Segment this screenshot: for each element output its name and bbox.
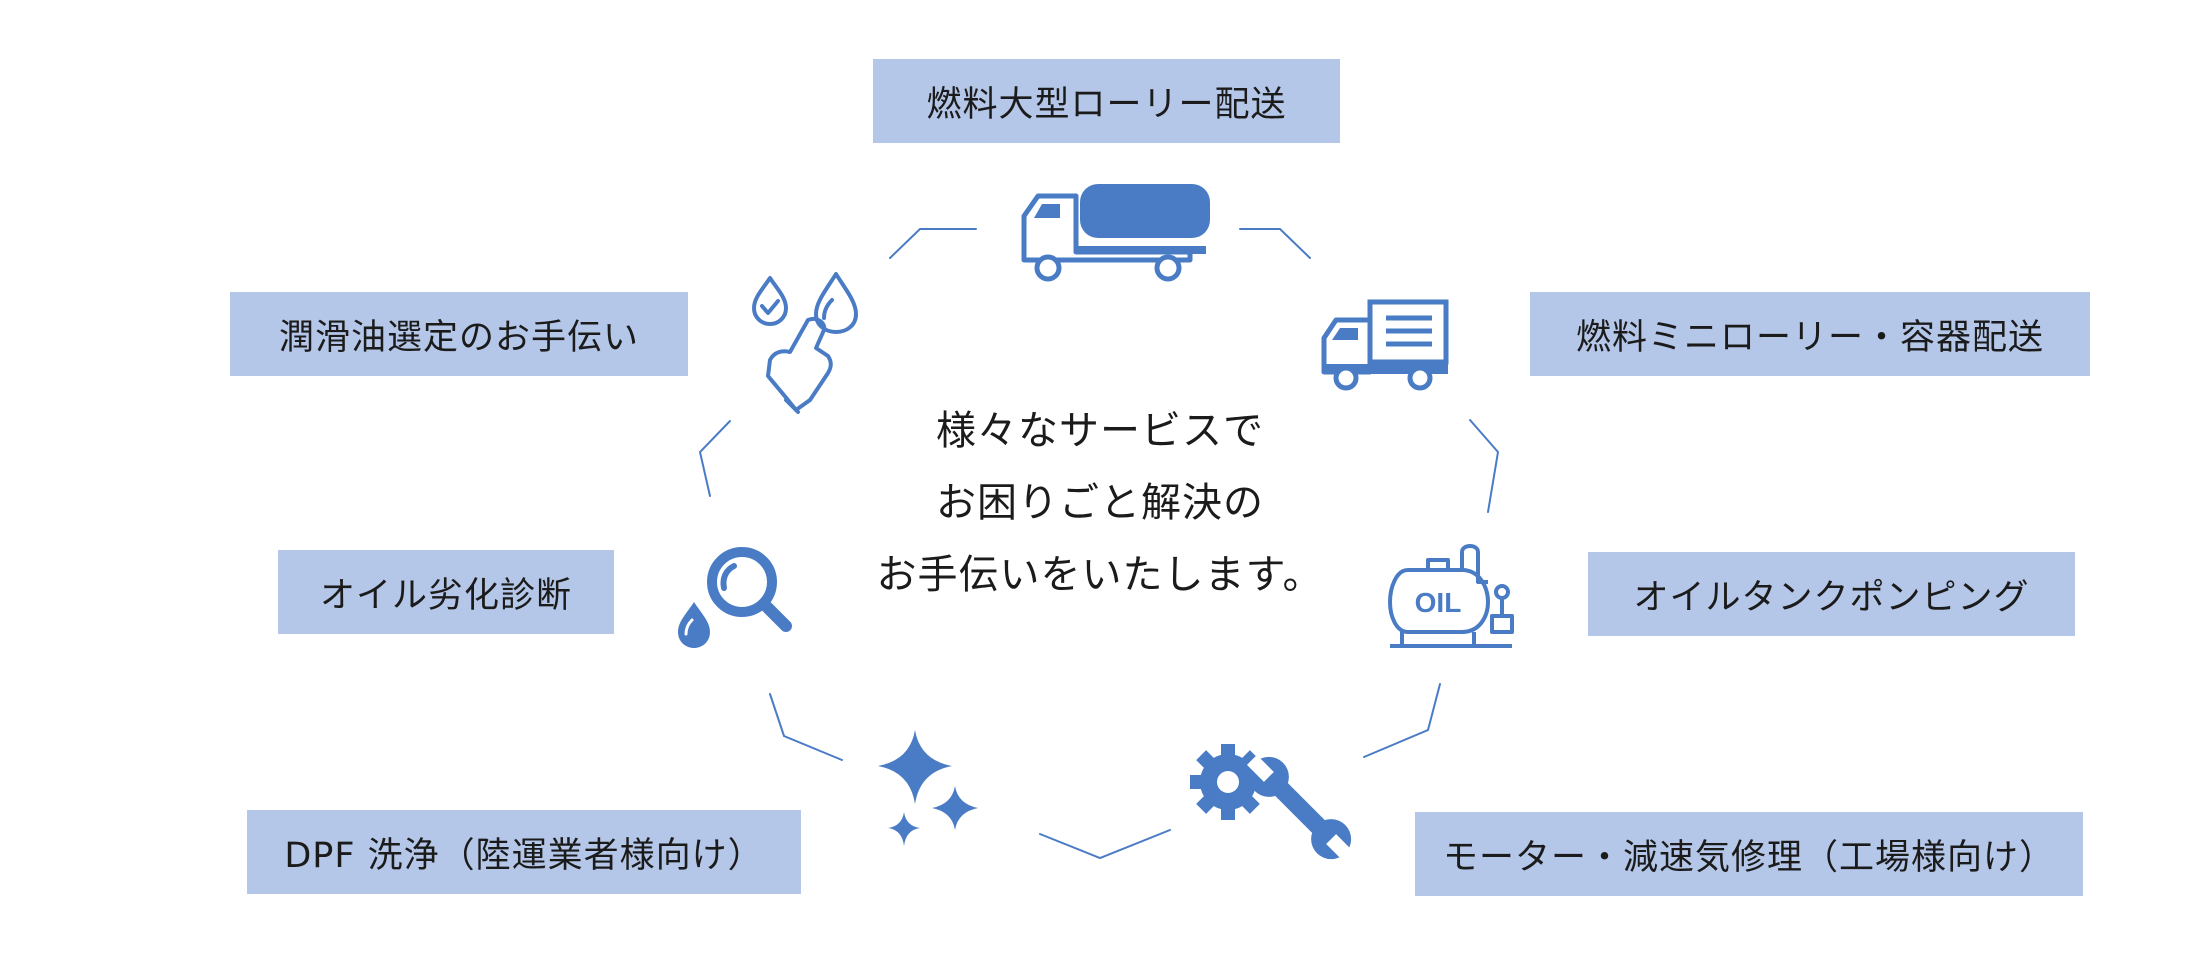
connector-bottom xyxy=(1039,829,1171,860)
connector-left-upper xyxy=(698,420,731,497)
service-label-motor-repair: モーター・減速気修理（工場様向け） xyxy=(1415,812,2083,896)
sparkle-icon xyxy=(878,730,978,846)
center-message-line-1: 様々なサービスで xyxy=(936,408,1264,454)
delivery-truck-icon xyxy=(1321,299,1449,391)
magnifier-drop-icon xyxy=(678,547,792,648)
service-label-lubricant: 潤滑油選定のお手伝い xyxy=(230,292,688,376)
hand-drops-icon xyxy=(752,272,858,414)
service-label-dpf-cleaning: DPF 洗浄（陸運業者様向け） xyxy=(247,810,801,894)
connector-lines xyxy=(698,228,1500,860)
tank-oil-label: OIL xyxy=(1415,587,1462,618)
connector-top-right xyxy=(1239,228,1311,259)
connector-top-left xyxy=(889,228,977,259)
service-label-mini-lorry: 燃料ミニローリー・容器配送 xyxy=(1530,292,2090,376)
center-message: 様々なサービスで お困りごと解決の お手伝いをいたします。 xyxy=(820,395,1380,611)
service-label-oil-diagnosis: オイル劣化診断 xyxy=(278,550,614,634)
oil-tank-pump-icon: OIL xyxy=(1388,544,1514,648)
sparkle-large xyxy=(878,730,952,804)
center-message-line-3: お手伝いをいたします。 xyxy=(876,552,1324,598)
gear-wrench-icon xyxy=(1190,744,1354,862)
sparkle-small xyxy=(888,812,920,846)
sparkle-right xyxy=(932,786,978,830)
connector-right-lower xyxy=(1363,683,1441,758)
tanker-truck-icon xyxy=(1021,184,1210,282)
connector-left-lower xyxy=(769,693,843,761)
service-label-large-lorry: 燃料大型ローリー配送 xyxy=(873,59,1340,143)
connector-right-upper xyxy=(1469,419,1500,513)
service-label-tank-pumping: オイルタンクポンピング xyxy=(1588,552,2075,636)
center-message-line-2: お困りごと解決の xyxy=(936,480,1264,526)
